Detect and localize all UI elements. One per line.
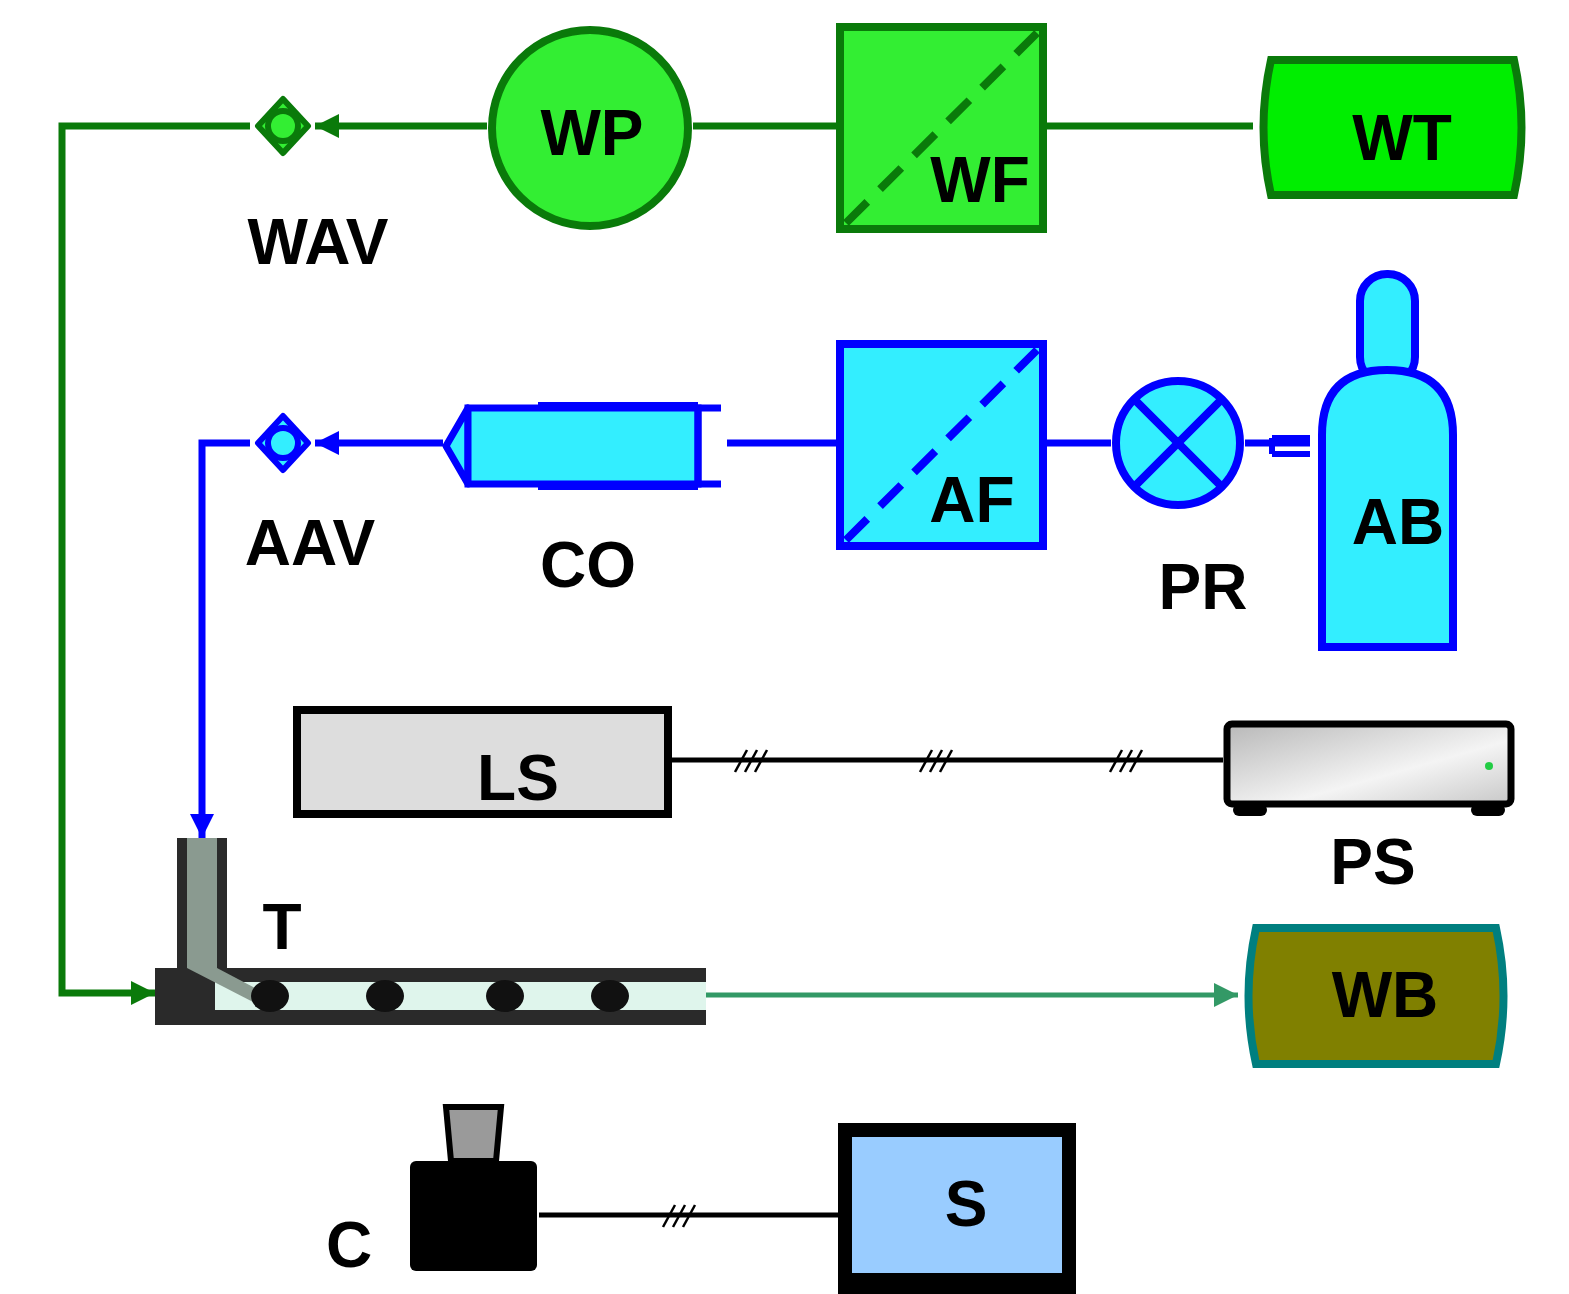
air-line bbox=[1047, 440, 1111, 447]
air-line bbox=[315, 440, 443, 447]
light-source: LS bbox=[293, 706, 672, 818]
air-filter: AF bbox=[836, 340, 1047, 550]
air-compressor-outline bbox=[446, 402, 721, 490]
check-valve: WAV bbox=[250, 91, 315, 161]
water-pump: WP bbox=[487, 25, 693, 231]
pressure-regulator-outline bbox=[1116, 381, 1240, 505]
t-junction-channel-shape bbox=[155, 838, 706, 1028]
check-valve-outline bbox=[258, 99, 308, 153]
water-pump-outline bbox=[492, 30, 688, 226]
check-valve-outline bbox=[258, 416, 308, 470]
check-valve-shape bbox=[250, 91, 315, 161]
component-label: CO bbox=[540, 533, 636, 597]
pressure-regulator-shape bbox=[1111, 376, 1245, 510]
water-line bbox=[62, 126, 250, 993]
pressure-regulator: PR bbox=[1111, 376, 1245, 510]
air-compressor: CO bbox=[443, 400, 727, 492]
component-label: AAV bbox=[245, 511, 375, 575]
water-line bbox=[693, 123, 836, 130]
check-valve-shape bbox=[250, 408, 315, 478]
light-source-outline bbox=[297, 710, 668, 814]
camera-outline bbox=[410, 1107, 537, 1271]
component-label: WB bbox=[1332, 963, 1439, 1027]
waste-bin-outline bbox=[1249, 928, 1504, 1064]
camera-shape bbox=[408, 1103, 539, 1273]
waste-bin: WB bbox=[1238, 923, 1514, 1069]
water-line bbox=[1047, 123, 1253, 130]
component-label: WF bbox=[930, 148, 1030, 212]
air-bottle-shape bbox=[1310, 270, 1465, 652]
component-label: LS bbox=[477, 746, 559, 810]
t-junction-channel: T bbox=[155, 838, 706, 1028]
component-label: WAV bbox=[247, 210, 388, 274]
air-compressor-shape bbox=[443, 400, 727, 492]
component-label: S bbox=[945, 1172, 988, 1236]
screen-outline bbox=[838, 1130, 1076, 1294]
water-line bbox=[315, 123, 487, 130]
t-junction-channel-outline bbox=[155, 838, 706, 1025]
air-filter-outline bbox=[840, 344, 1043, 546]
outflow-line bbox=[706, 993, 1238, 998]
component-label: AF bbox=[929, 468, 1014, 532]
component-label: AB bbox=[1352, 490, 1444, 554]
component-label: WT bbox=[1352, 106, 1452, 170]
component-label: C bbox=[326, 1213, 372, 1277]
power-supply-shape bbox=[1223, 720, 1515, 818]
component-label: PS bbox=[1330, 830, 1415, 894]
air-line bbox=[202, 443, 250, 838]
air-bottle: AB bbox=[1310, 270, 1465, 652]
check-valve: AAV bbox=[250, 408, 315, 478]
air-line bbox=[727, 440, 836, 447]
power-supply: PS bbox=[1223, 720, 1515, 818]
screen: S bbox=[838, 1123, 1076, 1294]
air-bottle-outline bbox=[1272, 274, 1453, 647]
component-label: T bbox=[262, 895, 301, 959]
camera: C bbox=[408, 1103, 539, 1273]
water-tank-outline bbox=[1264, 60, 1522, 195]
water-filter-outline bbox=[840, 27, 1043, 229]
water-filter: WF bbox=[836, 23, 1047, 233]
water-tank: WT bbox=[1253, 55, 1532, 200]
component-label: PR bbox=[1159, 555, 1248, 619]
power-supply-outline bbox=[1227, 724, 1511, 816]
component-label: WP bbox=[540, 101, 643, 165]
